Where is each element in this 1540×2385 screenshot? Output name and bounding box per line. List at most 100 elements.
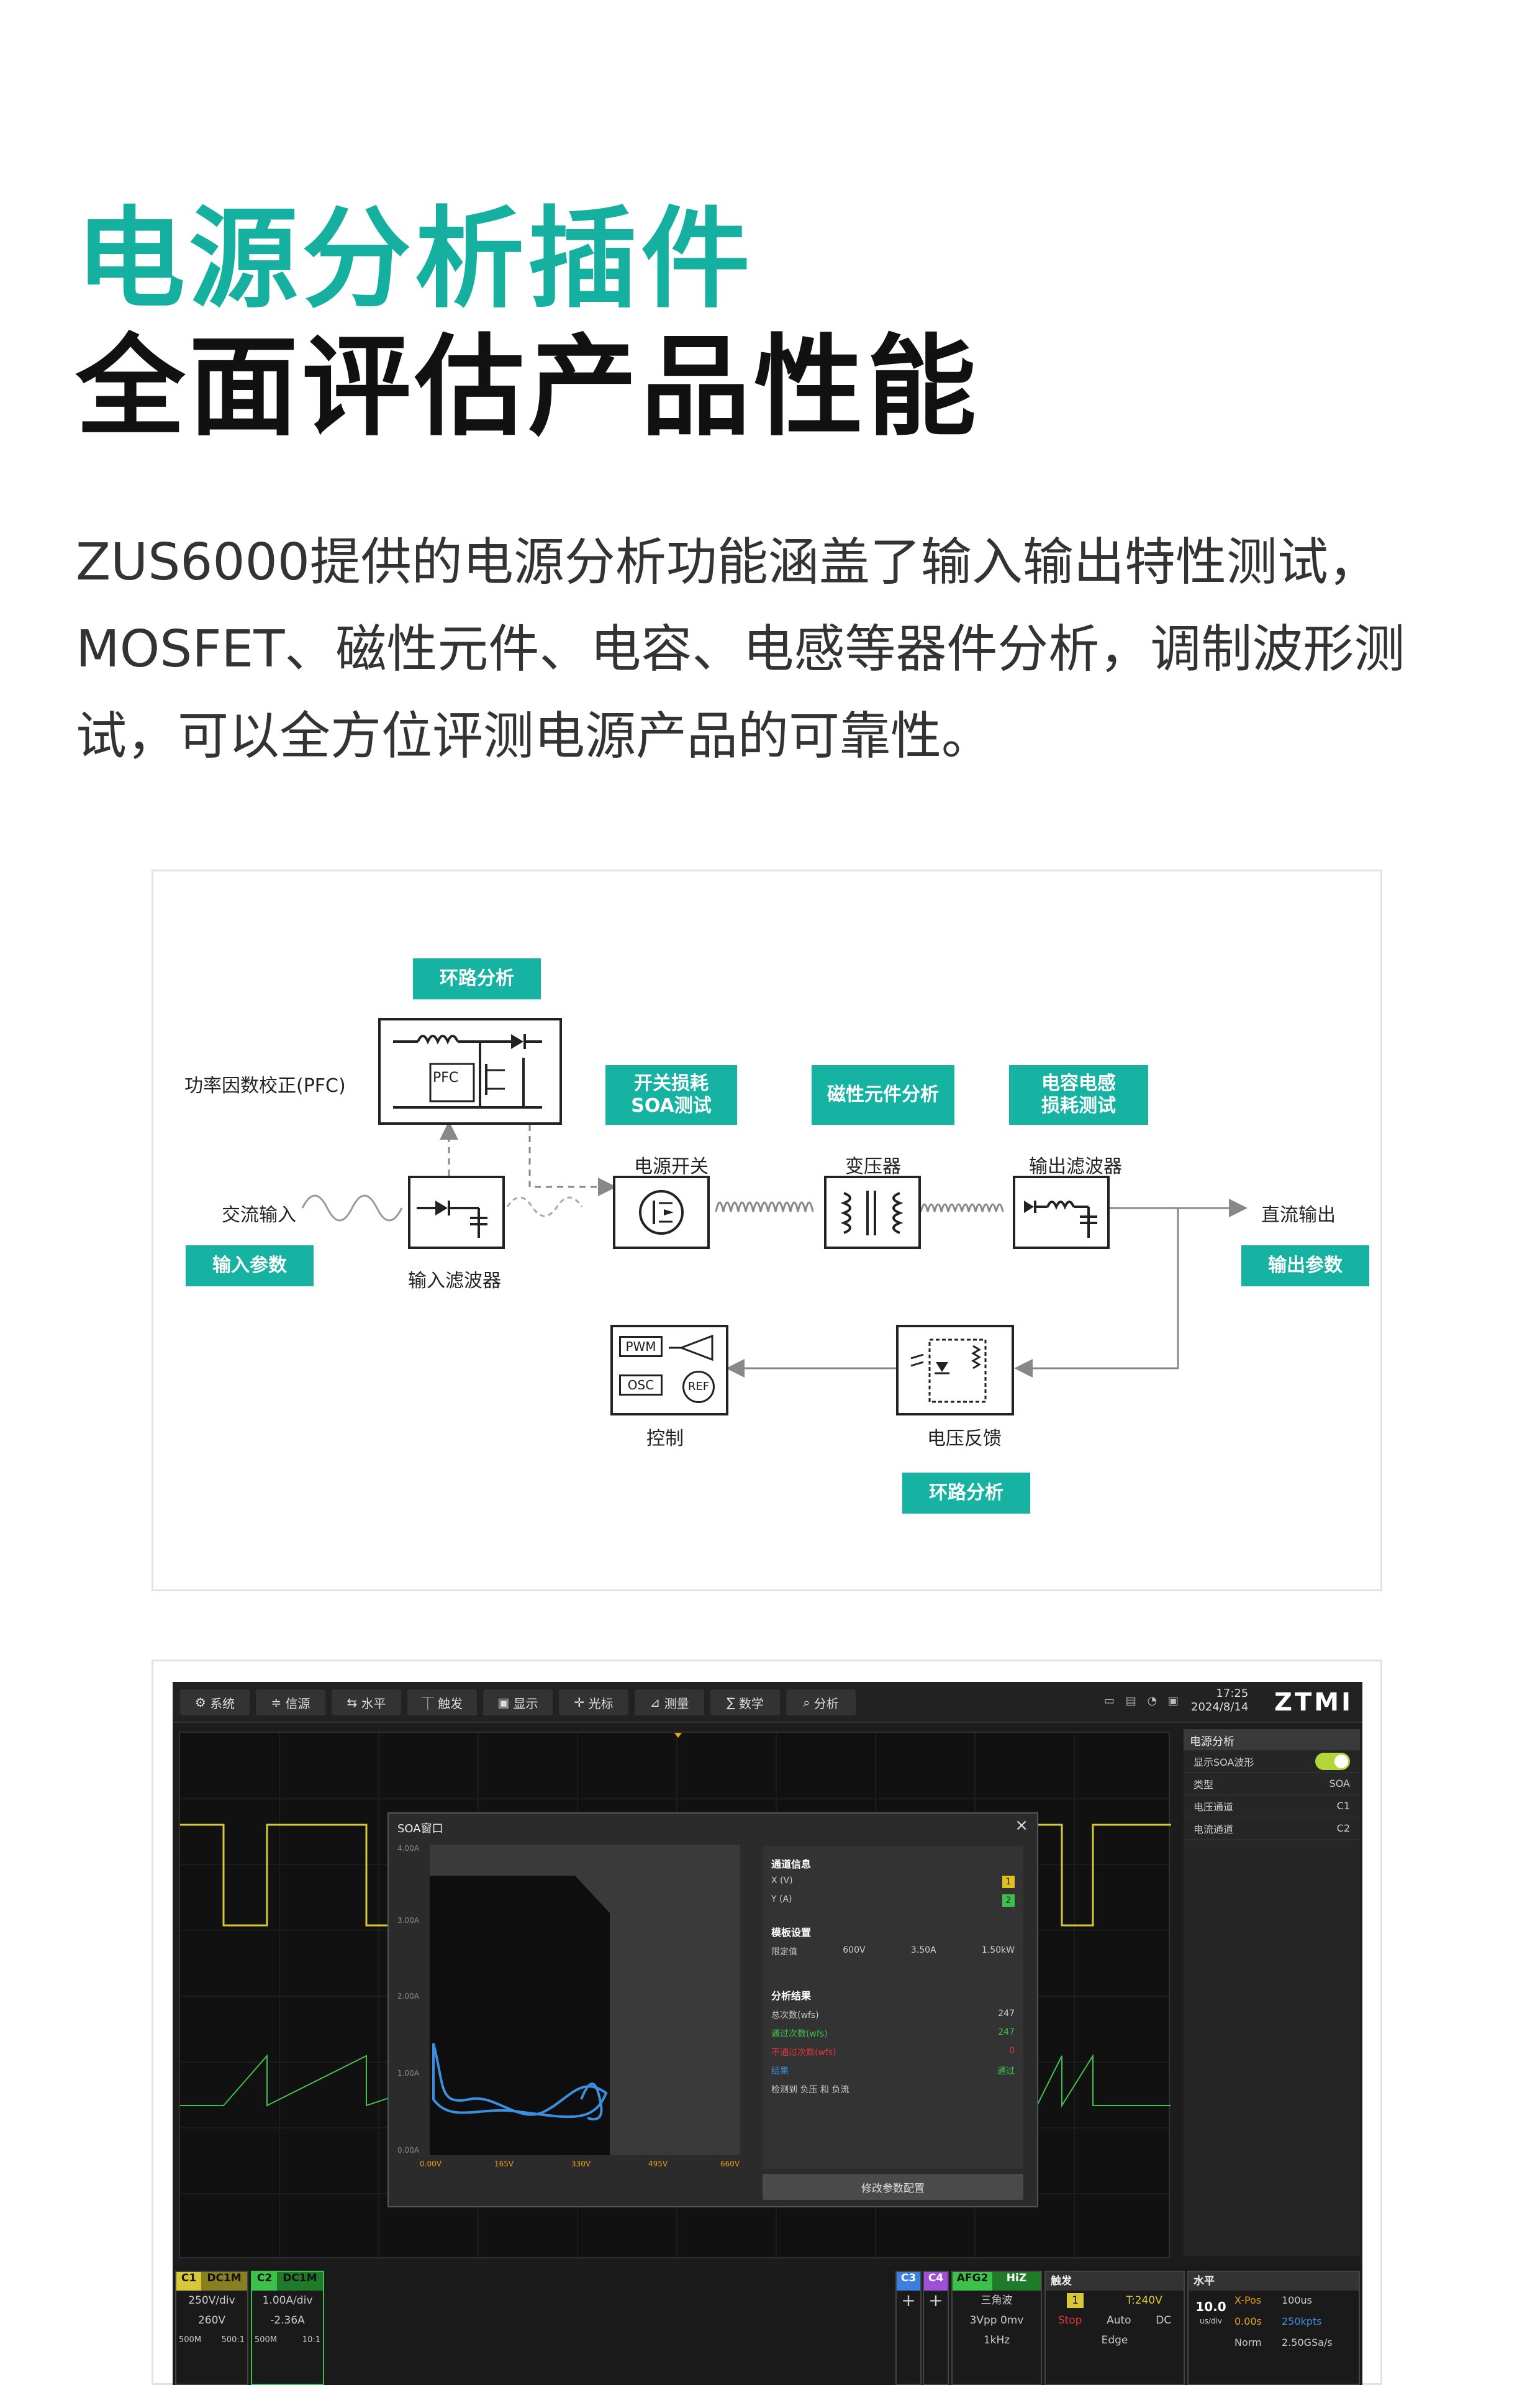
soa-plot: 4.00A 3.00A 2.00A 1.00A 0.00A 0.00V 165V… xyxy=(397,1844,740,2168)
channel-c3[interactable]: C3 + xyxy=(895,2271,922,2385)
diode-filter-icon xyxy=(417,1201,487,1238)
x-channel-row: X (V)1 xyxy=(771,1876,1015,1888)
pwm-box: PWM xyxy=(619,1336,663,1357)
label-voltage-feedback: 电压反馈 xyxy=(927,1428,1002,1450)
description-line: MOSFET、磁性元件、电容、电感等器件分析，调制波形测 xyxy=(76,620,1405,679)
tag-magnetic-analysis: 磁性元件分析 xyxy=(812,1065,954,1125)
show-soa-toggle[interactable] xyxy=(1315,1752,1350,1770)
close-icon[interactable]: × xyxy=(1015,1816,1028,1835)
label-output-filter: 输出滤波器 xyxy=(1029,1156,1122,1178)
clock-time: 17:25 xyxy=(1216,1687,1249,1700)
tag-switch-loss: 开关损耗 SOA测试 xyxy=(605,1065,737,1125)
total-row: 总次数(wfs)247 xyxy=(771,2009,1015,2020)
menu-source-button[interactable]: ≑ 信源 xyxy=(256,1689,325,1715)
menu-analysis-button[interactable]: ⌕ 分析 xyxy=(786,1689,856,1715)
pass-row: 通过次数(wfs)247 xyxy=(771,2027,1015,2039)
brand-logo: ZTMI xyxy=(1274,1688,1353,1717)
results-heading: 分析结果 xyxy=(771,1990,812,2002)
pfc-text: PFC xyxy=(433,1070,459,1086)
horizontal-panel[interactable]: 水平 10.0 us/div X-Pos 100us 0.00s 250kpts… xyxy=(1187,2271,1360,2385)
menu-trigger-button[interactable]: ⏉ 触发 xyxy=(407,1689,477,1715)
optocoupler-icon xyxy=(910,1338,987,1403)
y-channel-row: Y (A)2 xyxy=(771,1894,1015,1907)
modify-config-button[interactable]: 修改参数配置 xyxy=(763,2174,1023,2200)
label-control: 控制 xyxy=(646,1428,684,1450)
y-tick: 4.00A xyxy=(397,1844,420,1853)
description-line: 试，可以全方位评测电源产品的可靠性。 xyxy=(76,707,993,766)
pfc-block: PFC xyxy=(378,1018,562,1125)
template-heading: 模板设置 xyxy=(771,1927,812,1938)
x-tick: 165V xyxy=(494,2160,514,2168)
math-icon: ∑ xyxy=(727,1695,739,1710)
fail-row: 不通过次数(wfs)0 xyxy=(771,2046,1015,2058)
description-line: ZUS6000提供的电源分析功能涵盖了输入输出特性测试， xyxy=(76,533,1379,592)
voltage-feedback-block xyxy=(896,1325,1014,1415)
tag-output-params: 输出参数 xyxy=(1241,1245,1369,1286)
y-tick: 3.00A xyxy=(397,1916,420,1925)
show-soa-row[interactable]: 显示SOA波形 xyxy=(1184,1750,1360,1773)
panel-title: 电源分析 xyxy=(1184,1729,1360,1750)
clock-date: 2024/8/14 xyxy=(1191,1701,1249,1714)
detect-row: 检测到 负压 和 负流 xyxy=(771,2085,849,2095)
tag-loop-analysis-top: 环路分析 xyxy=(413,958,541,999)
measure-icon: ⊿ xyxy=(650,1695,664,1710)
search-icon: ⌕ xyxy=(803,1695,814,1710)
pfc-circuit-icon xyxy=(393,1034,542,1109)
label-transformer: 变压器 xyxy=(845,1156,901,1178)
label-input-filter: 输入滤波器 xyxy=(408,1270,501,1292)
channel-c4[interactable]: C4 + xyxy=(923,2271,949,2385)
y-tick: 2.00A xyxy=(397,1992,420,2001)
power-switch-block xyxy=(613,1176,710,1249)
menu-measure-button[interactable]: ⊿ 测量 xyxy=(635,1689,704,1715)
control-block: PWM OSC REF xyxy=(610,1325,728,1415)
menu-cursor-button[interactable]: ✛ 光标 xyxy=(559,1689,628,1715)
output-filter-block xyxy=(1013,1176,1110,1249)
transformer-block xyxy=(824,1176,921,1249)
power-topology-diagram-card: 环路分析 开关损耗 SOA测试 磁性元件分析 电容电感 损耗测试 输入参数 输出… xyxy=(152,870,1382,1591)
trigger-icon: ⏉ xyxy=(421,1696,438,1711)
y-tick: 1.00A xyxy=(397,2069,420,2078)
x-tick: 660V xyxy=(720,2160,740,2168)
mosfet-switch-icon xyxy=(639,1190,684,1235)
display-icon: ▣ xyxy=(497,1695,514,1710)
x-tick: 495V xyxy=(648,2160,668,2168)
result-row: 结果通过 xyxy=(771,2066,1015,2076)
transformer-coil-icon xyxy=(840,1191,904,1235)
trigger-panel[interactable]: 触发 1 T:240V Stop Auto DC Edge xyxy=(1044,2271,1185,2385)
horizontal-icon: ⇆ xyxy=(346,1695,361,1710)
cursor-icon: ✛ xyxy=(574,1695,589,1710)
menu-system-button[interactable]: ⚙ 系统 xyxy=(180,1689,250,1715)
lc-filter-icon xyxy=(1024,1201,1097,1238)
amplifier-icon xyxy=(669,1334,713,1361)
status-icons: ▭ ▤ ◔ ▣ xyxy=(1104,1694,1182,1707)
x-tick: 0.00V xyxy=(420,2160,442,2168)
scope-toolbar: ⚙ 系统 ≑ 信源 ⇆ 水平 ⏉ 触发 ▣ 显示 ✛ 光标 ⊿ 测量 ∑ 数学 … xyxy=(173,1682,1362,1723)
label-pfc: 功率因数校正(PFC) xyxy=(184,1075,346,1097)
menu-horizontal-button[interactable]: ⇆ 水平 xyxy=(332,1689,401,1715)
channel-info-heading: 通道信息 xyxy=(771,1858,812,1870)
clock: 17:25 2024/8/14 xyxy=(1191,1687,1248,1714)
oscilloscope-screen: ⚙ 系统 ≑ 信源 ⇆ 水平 ⏉ 触发 ▣ 显示 ✛ 光标 ⊿ 测量 ∑ 数学 … xyxy=(173,1682,1362,2385)
ref-circle: REF xyxy=(682,1371,715,1403)
tag-loop-analysis-bottom: 环路分析 xyxy=(902,1473,1030,1514)
y-tick: 0.00A xyxy=(397,2146,420,2155)
description-paragraph: ZUS6000提供的电源分析功能涵盖了输入输出特性测试， MOSFET、磁性元件… xyxy=(76,519,1479,780)
x-tick: 330V xyxy=(571,2160,591,2168)
label-dc-output: 直流输出 xyxy=(1261,1204,1336,1226)
page-subtitle: 全面评估产品性能 xyxy=(76,324,981,451)
gear-icon: ⚙ xyxy=(194,1695,211,1710)
menu-math-button[interactable]: ∑ 数学 xyxy=(710,1689,780,1715)
menu-display-button[interactable]: ▣ 显示 xyxy=(483,1689,553,1715)
soa-window-title: SOA窗口 xyxy=(397,1822,443,1835)
tag-capacitor-inductor: 电容电感 损耗测试 xyxy=(1009,1065,1148,1125)
